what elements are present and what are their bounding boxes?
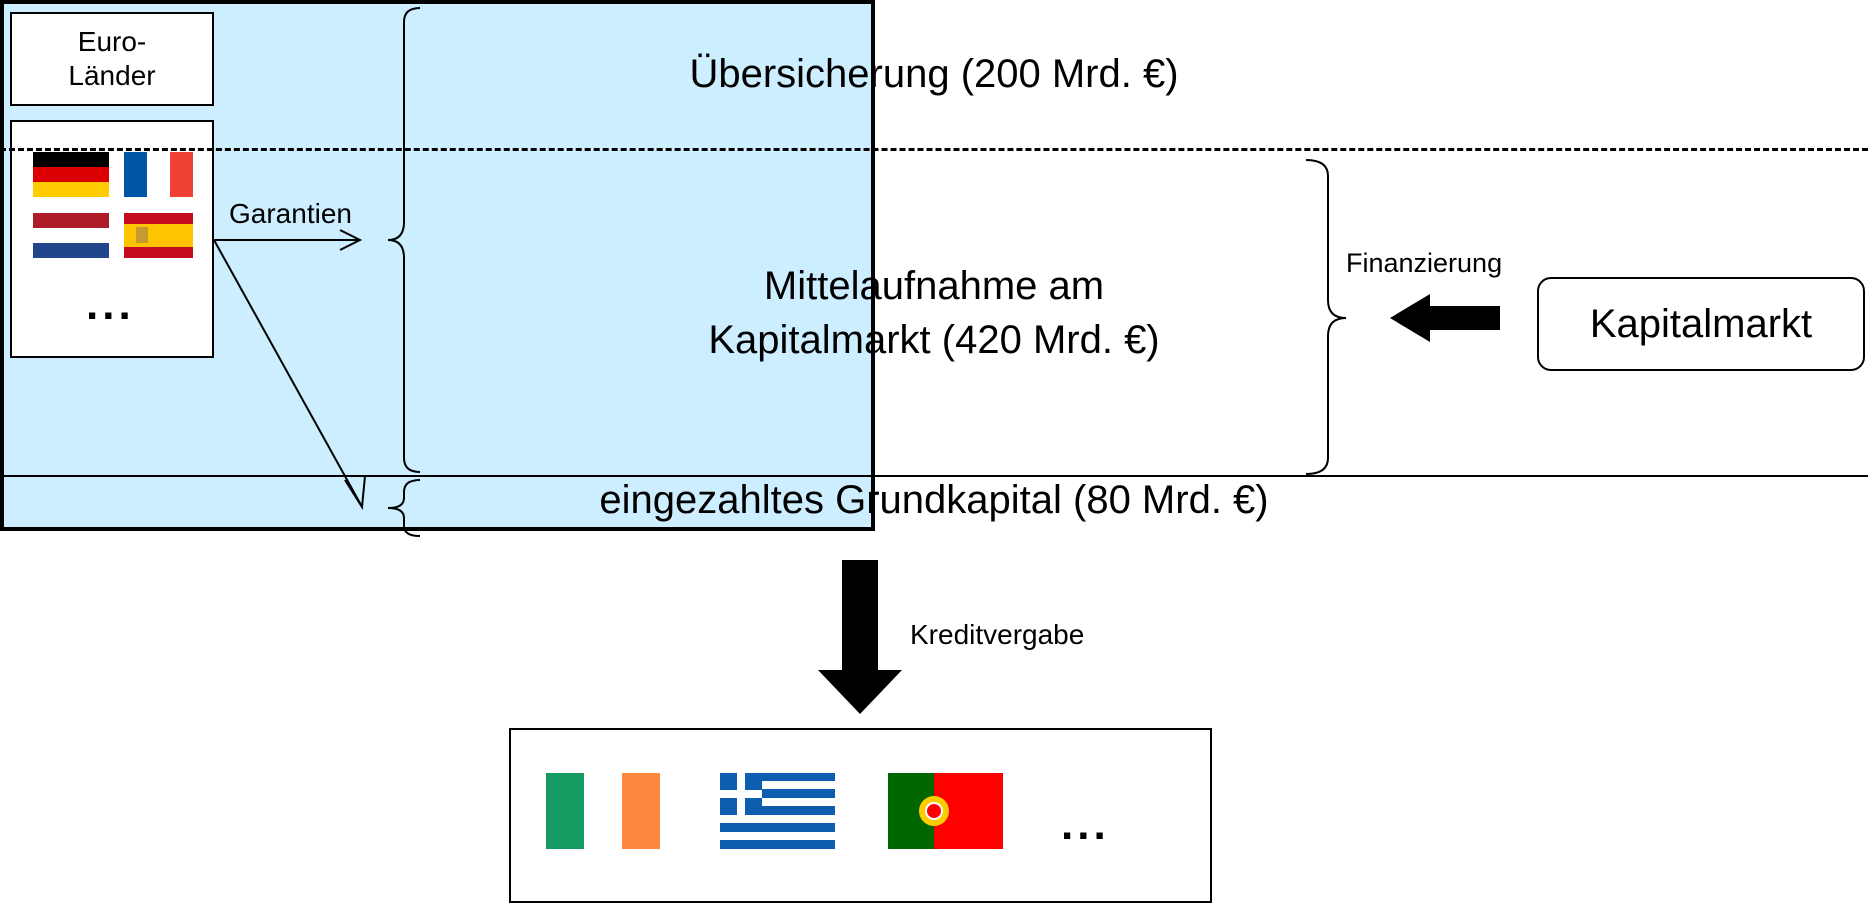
recipient-countries-more: ... [1061, 800, 1110, 849]
recipient-flags-svg [546, 773, 1003, 849]
euro-countries-flags-box: ... [10, 120, 214, 358]
mittelaufnahme-text-line2: Kapitalmarkt (420 Mrd. €) [708, 318, 1160, 362]
grundkapital-text: eingezahltes Grundkapital (80 Mrd. €) [599, 477, 1269, 522]
kreditvergabe-label: Kreditvergabe [910, 619, 1085, 650]
spain-coat-of-arms-icon [136, 227, 148, 243]
left-brace-small [387, 479, 421, 537]
fund-box: Übersicherung (200 Mrd. €) Mittelaufnahm… [0, 0, 1868, 531]
garantien-label: Garantien [229, 198, 352, 229]
euro-countries-label-line2: Länder [68, 60, 156, 91]
kapitalmarkt-box: Kapitalmarkt [1537, 277, 1865, 371]
netherlands-flag [33, 213, 109, 258]
garantien-arrow-lower [213, 239, 362, 506]
spain-flag [124, 213, 193, 258]
ireland-flag [546, 773, 660, 849]
portugal-flag [888, 773, 1003, 849]
solid-divider [0, 475, 1868, 477]
finanzierung-arrow [1390, 294, 1500, 342]
left-brace-large [387, 7, 421, 473]
kapitalmarkt-text: Kapitalmarkt [1589, 301, 1813, 346]
garantien-arrowhead-upper [339, 229, 363, 251]
euro-countries-more: ... [86, 280, 135, 329]
ubersicherung-text: Übersicherung (200 Mrd. €) [689, 51, 1179, 96]
mittelaufnahme-text-line1: Mittelaufnahme am [763, 264, 1105, 308]
fund-middle-section: Mittelaufnahme am Kapitalmarkt (420 Mrd.… [0, 151, 1868, 475]
right-brace [1305, 159, 1347, 475]
france-flag [124, 152, 193, 197]
finanzierung-label: Finanzierung [1346, 248, 1503, 278]
germany-flag [33, 152, 109, 197]
fund-top-section: Übersicherung (200 Mrd. €) [0, 0, 1868, 148]
greece-flag [720, 773, 835, 849]
fund-bottom-section: eingezahltes Grundkapital (80 Mrd. €) [0, 477, 1868, 523]
euro-countries-label-line1: Euro- [77, 26, 147, 57]
dashed-divider [0, 148, 1868, 151]
euro-countries-label-box: Euro- Länder [10, 12, 214, 106]
garantien-arrowhead-lower [344, 475, 366, 511]
euro-flags-svg [33, 152, 193, 258]
recipient-countries-box: ... [509, 728, 1212, 903]
kreditvergabe-arrow [818, 560, 902, 714]
